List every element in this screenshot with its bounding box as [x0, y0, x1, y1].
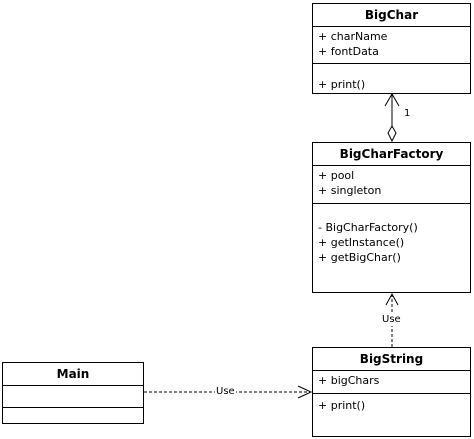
- class-bigstring[interactable]: BigString + bigChars + print(): [312, 347, 471, 437]
- attribute: + fontData: [318, 45, 379, 58]
- operation: + print(): [318, 78, 366, 91]
- use-label-bigstring: Use: [215, 386, 236, 398]
- multiplicity-label: 1: [403, 108, 412, 120]
- operation: + getInstance(): [318, 236, 405, 249]
- class-name: BigCharFactory: [313, 143, 470, 166]
- attribute: + bigChars: [318, 374, 380, 387]
- aggregation-diamond: [387, 124, 397, 143]
- attribute: + pool: [318, 169, 355, 182]
- class-bigcharfactory[interactable]: BigCharFactory + pool + singleton - BigC…: [312, 142, 471, 293]
- operation-section: [3, 408, 143, 424]
- attribute-section: [3, 386, 143, 408]
- class-name: Main: [3, 363, 143, 386]
- attribute: + charName: [318, 30, 388, 43]
- operation-section: + print(): [313, 394, 470, 415]
- attribute-section: + pool + singleton: [313, 166, 470, 204]
- attribute-section: + charName + fontData: [313, 27, 470, 64]
- dependency-arrowhead-factory: [385, 292, 399, 306]
- aggregation-arrowhead: [384, 93, 400, 107]
- operation: + print(): [318, 399, 366, 412]
- operation: - BigCharFactory(): [318, 221, 418, 234]
- attribute: + singleton: [318, 184, 382, 197]
- operation: + getBigChar(): [318, 251, 401, 264]
- use-label-factory: Use: [381, 314, 402, 326]
- class-name: BigString: [313, 348, 470, 371]
- class-main[interactable]: Main: [2, 362, 144, 424]
- operation-section: + print(): [313, 64, 470, 94]
- dependency-arrowhead-bigstring: [297, 385, 313, 399]
- operation-section: - BigCharFactory() + getInstance() + get…: [313, 204, 470, 267]
- class-bigchar[interactable]: BigChar + charName + fontData + print(): [312, 3, 471, 94]
- class-name: BigChar: [313, 4, 470, 27]
- attribute-section: + bigChars: [313, 371, 470, 394]
